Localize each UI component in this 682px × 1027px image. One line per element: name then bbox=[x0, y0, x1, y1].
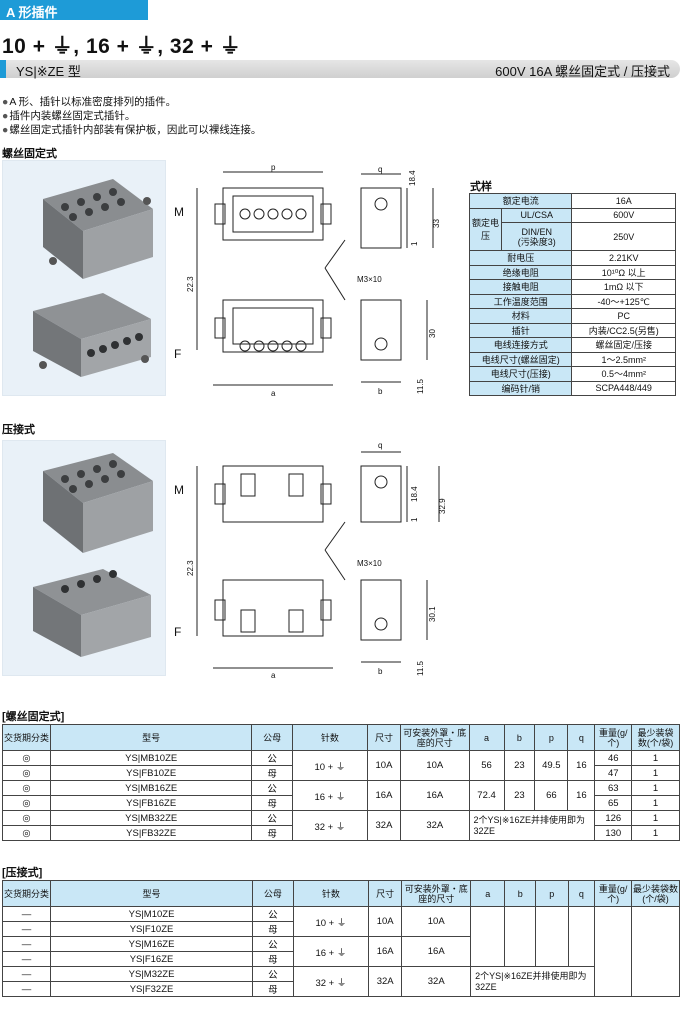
dim-33: 33 bbox=[432, 219, 441, 228]
dimension-drawing-screw: p q a b M3×10 18.4 33 1 22.3 30 11.5 bbox=[186, 163, 441, 398]
male-label: M bbox=[174, 205, 184, 219]
dim-q: q bbox=[378, 165, 382, 174]
dim-11-5: 11.5 bbox=[416, 660, 425, 676]
spec-summary: 600V 16A 螺丝固定式 / 压接式 bbox=[495, 64, 670, 79]
category-tab: A 形插件 bbox=[0, 0, 148, 20]
connector-male-image bbox=[43, 179, 153, 279]
dim-q: q bbox=[378, 441, 382, 450]
feature-item: A 形、插针以标准密度排列的插件。 bbox=[2, 95, 261, 109]
product-photo-crimp bbox=[2, 440, 166, 676]
feature-item: 螺丝固定式插针内部装有保护板，因此可以裸线连接。 bbox=[2, 123, 261, 137]
dim-1: 1 bbox=[410, 517, 419, 522]
page-title: 10 + ⏚, 16 + ⏚, 32 + ⏚ bbox=[2, 35, 242, 58]
subtitle-bar bbox=[0, 60, 680, 78]
dim-a: a bbox=[271, 389, 276, 398]
connector-female-image bbox=[33, 569, 151, 657]
dim-18-4: 18.4 bbox=[410, 486, 419, 502]
section-title-screw: 螺丝固定式 bbox=[2, 148, 57, 160]
spec-title: 式样 bbox=[470, 181, 492, 193]
dim-a: a bbox=[271, 671, 276, 680]
feature-list: A 形、插针以标准密度排列的插件。 插件内装螺丝固定式插针。 螺丝固定式插针内部… bbox=[2, 95, 261, 137]
dimension-drawing-crimp: q a b M3×10 18.4 32.9 1 22.3 30.1 11.5 bbox=[186, 441, 447, 680]
dim-32-9: 32.9 bbox=[438, 498, 447, 514]
subtitle-accent bbox=[0, 60, 6, 78]
feature-item: 插件内装螺丝固定式插针。 bbox=[2, 109, 261, 123]
section-title-crimp: 压接式 bbox=[2, 424, 35, 436]
dim-b: b bbox=[378, 387, 383, 396]
female-label: F bbox=[174, 625, 182, 639]
crimp-table-title: [压接式] bbox=[2, 867, 43, 879]
screw-table-title: [螺丝固定式] bbox=[2, 711, 65, 723]
dim-30-1: 30.1 bbox=[428, 606, 437, 622]
dim-1: 1 bbox=[410, 241, 419, 246]
series-name: YS|※ZE 型 bbox=[16, 64, 81, 79]
product-photo-screw bbox=[2, 160, 166, 396]
female-label: F bbox=[174, 347, 182, 361]
dim-22-3: 22.3 bbox=[186, 560, 195, 576]
male-label: M bbox=[174, 483, 184, 497]
dim-30: 30 bbox=[428, 329, 437, 338]
dim-b: b bbox=[378, 667, 383, 676]
screw-size: M3×10 bbox=[357, 559, 382, 568]
dim-p: p bbox=[271, 163, 276, 172]
dim-18-4: 18.4 bbox=[408, 170, 417, 186]
connector-female-image bbox=[33, 293, 151, 377]
dim-22-3: 22.3 bbox=[186, 276, 195, 292]
screw-size: M3×10 bbox=[357, 275, 382, 284]
dim-11-5: 11.5 bbox=[416, 378, 425, 394]
connector-male-image bbox=[43, 453, 153, 553]
